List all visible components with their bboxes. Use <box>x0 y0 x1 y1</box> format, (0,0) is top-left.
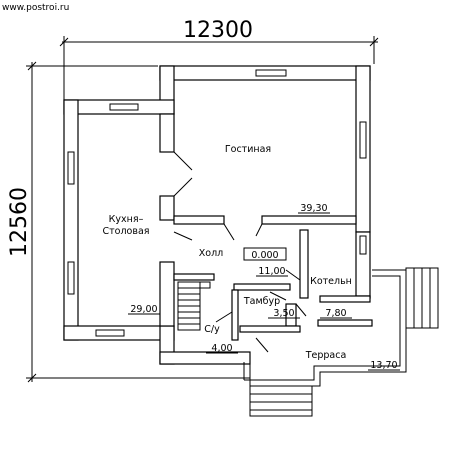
staircase <box>177 281 211 331</box>
room-label-wc: С/у <box>204 324 220 335</box>
width-dimension-label: 12300 <box>183 18 253 43</box>
door-boiler <box>285 269 301 281</box>
door-living-hall-left <box>223 223 235 241</box>
door-living-lower <box>173 177 193 197</box>
room-area-kitchen: 29,00 <box>130 304 157 315</box>
room-label-boiler: Котельн <box>310 276 352 287</box>
room-label-living: Гостиная <box>225 144 271 155</box>
wall-kitchen-hall-upper <box>159 113 175 153</box>
interior-walls <box>159 113 373 341</box>
height-tick-top <box>27 61 37 71</box>
room-area-living: 39,30 <box>300 203 327 214</box>
wall-living-bottom-left <box>173 215 225 225</box>
wall-wc-right <box>231 289 239 341</box>
level-mark-box <box>243 247 287 261</box>
room-label-kitchen-line1: Кухня– <box>109 214 144 225</box>
door-vestibule-terrace <box>295 303 307 317</box>
wall-boiler-bottom <box>319 295 371 303</box>
room-label-hall: Холл <box>199 248 223 259</box>
wall-left <box>63 99 79 341</box>
watermark: www.postroi.ru <box>2 3 69 13</box>
width-tick-right <box>369 37 379 47</box>
wall-living-bottom-right <box>261 215 357 225</box>
window-living-top <box>255 69 287 77</box>
terrace-edge-inner <box>244 275 401 381</box>
door-vestibule-hall <box>269 291 287 301</box>
door-living-upper <box>173 151 193 171</box>
room-label-terrace: Терраса <box>305 350 347 361</box>
room-area-terrace: 13,70 <box>370 360 397 371</box>
dimension-lines <box>26 36 379 383</box>
height-dimension-label: 12560 <box>7 187 32 257</box>
window-kitchen-top <box>109 103 139 111</box>
wall-kitchen-hall-mid <box>159 195 175 221</box>
room-area-boiler: 7,80 <box>325 308 346 319</box>
window-boiler-right <box>359 235 367 255</box>
window-kitchen-left-upper <box>67 151 75 185</box>
window-kitchen-left-lower <box>67 261 75 295</box>
windows <box>67 69 367 337</box>
wall-bottom-wc <box>159 351 251 365</box>
wall-kitchen-hall-lower <box>159 261 175 327</box>
window-kitchen-bottom <box>95 329 125 337</box>
wall-vestibule-top <box>233 283 291 291</box>
window-living-right <box>359 121 367 159</box>
room-area-vestibule: 3,50 <box>273 308 294 319</box>
level-mark: 0.000 <box>251 250 278 261</box>
door-kitchen-hall <box>173 231 193 241</box>
wall-stair-top <box>173 273 215 281</box>
door-living-hall-right <box>255 223 263 237</box>
height-tick-bottom <box>27 373 37 383</box>
wall-terrace-top-left <box>239 325 301 333</box>
terrace-steps-right <box>405 267 439 329</box>
room-area-hall: 11,00 <box>258 266 285 277</box>
door-wc <box>215 311 233 323</box>
steps-bottom-outline <box>249 385 313 417</box>
room-label-vestibule: Тамбур <box>243 296 280 307</box>
wall-boiler-left <box>299 229 309 299</box>
room-label-kitchen-line2: Столовая <box>103 226 150 237</box>
doors <box>173 151 307 353</box>
door-terrace-left <box>255 337 269 353</box>
room-area-wc: 4,00 <box>211 343 232 354</box>
wall-terrace-top-right <box>317 319 373 327</box>
terrace-steps-bottom <box>249 385 313 417</box>
width-tick-left <box>59 37 69 47</box>
